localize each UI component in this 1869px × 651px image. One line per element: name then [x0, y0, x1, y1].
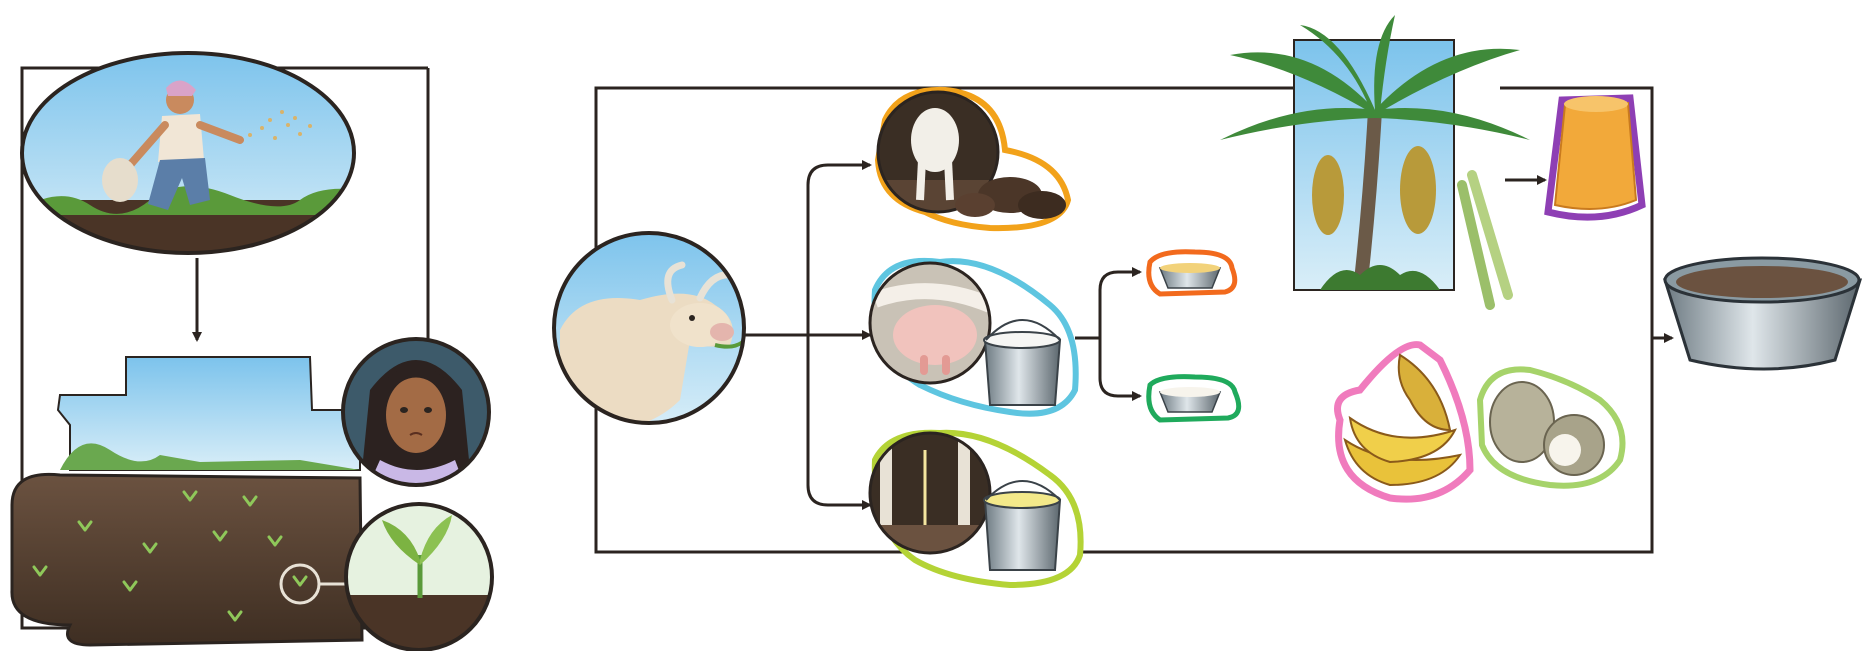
- ghee-bowl-icon: [1146, 374, 1242, 423]
- cow-branch-arrows: [744, 160, 872, 510]
- jaggery-icon: [1544, 94, 1646, 221]
- cow-dung-icon: [874, 86, 1072, 232]
- milk-branch-arrows: [1075, 267, 1142, 401]
- cow-urine-icon: [868, 429, 1084, 589]
- sprouting-field-scene: [10, 356, 364, 647]
- sad-woman-portrait: [341, 337, 491, 487]
- coconut-icon: [1476, 366, 1626, 489]
- palm-tree-icon: [1220, 15, 1530, 291]
- left-panel: [10, 51, 494, 651]
- right-frame: [594, 86, 1654, 554]
- cow-icon: [552, 231, 746, 425]
- urine-bucket-icon: [983, 480, 1062, 571]
- farmer-sowing-scene: [20, 51, 356, 255]
- milk-bucket-icon: [983, 319, 1062, 406]
- curd-bowl-icon: [1146, 249, 1238, 297]
- banana-icon: [1334, 341, 1474, 503]
- right-panel: [552, 15, 1863, 589]
- milk-icon: [868, 257, 1079, 417]
- mixing-tub-icon: [1662, 256, 1863, 371]
- sugarcane-icon: [1457, 170, 1513, 310]
